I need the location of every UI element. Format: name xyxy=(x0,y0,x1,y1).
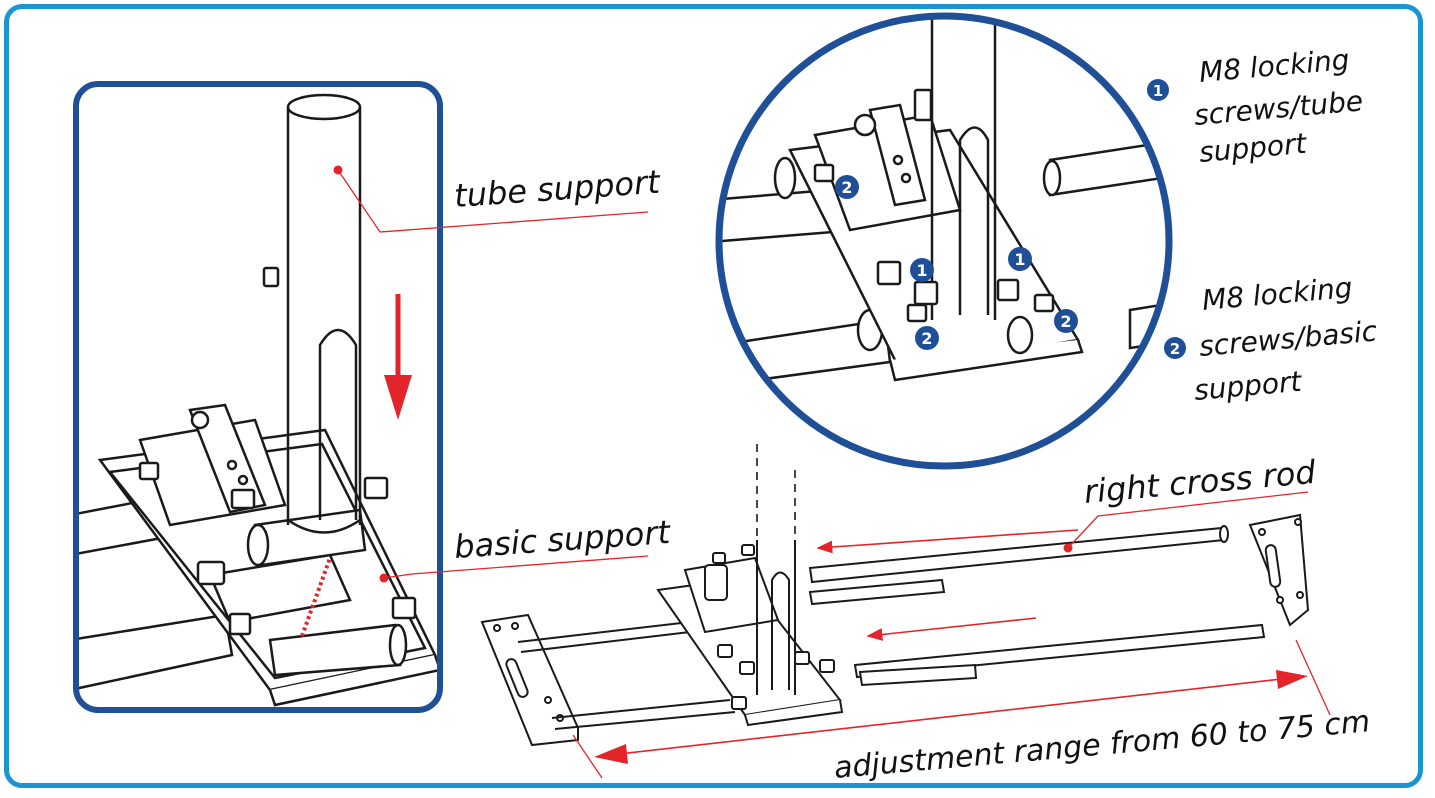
insert-direction-arrow xyxy=(384,294,412,420)
badge-one-right: 1 xyxy=(1008,247,1032,271)
svg-text:M8 locking: M8 locking xyxy=(1198,43,1351,89)
tube-support-label: tube support xyxy=(453,163,662,215)
slide-arrow-upper xyxy=(816,529,1079,554)
right-cross-rod-label: right cross rod xyxy=(1082,453,1317,511)
left-rod-lower xyxy=(76,613,234,692)
tube-support-leader xyxy=(333,165,649,233)
basic-support-label: basic support xyxy=(453,513,673,566)
svg-text:screws/tube: screws/tube xyxy=(1193,84,1365,132)
svg-text:screws/basic: screws/basic xyxy=(1198,315,1379,363)
svg-text:2: 2 xyxy=(1060,312,1071,331)
circle-inset: 2 1 1 2 2 xyxy=(715,12,1173,470)
svg-text:support: support xyxy=(1198,127,1309,169)
legend-badge-2 xyxy=(1164,337,1186,359)
legend-item-2: 2 M8 locking screws/basic support xyxy=(1164,271,1379,407)
svg-text:support: support xyxy=(1193,365,1304,407)
circle-inset-border xyxy=(715,12,1173,470)
svg-text:1: 1 xyxy=(916,261,927,280)
right-cross-rod-leader xyxy=(1063,491,1309,553)
adjustment-range-label: adjustment range from 60 to 75 cm xyxy=(833,704,1372,786)
svg-text:1: 1 xyxy=(1014,250,1025,269)
svg-text:2: 2 xyxy=(841,178,852,197)
basic-support-leader xyxy=(379,555,649,583)
outer-frame xyxy=(4,4,1423,788)
badge-two-upper: 2 xyxy=(835,175,859,199)
bottom-assembly xyxy=(480,513,1310,747)
legend-badge-1 xyxy=(1147,79,1169,101)
badge-two-right: 2 xyxy=(1054,309,1078,333)
svg-text:2: 2 xyxy=(921,329,932,348)
legend-item-1: 1 M8 locking screws/tube support xyxy=(1147,43,1364,169)
slide-arrow-lower xyxy=(866,617,1037,641)
adjustment-dimension xyxy=(572,639,1331,779)
left-inset xyxy=(73,81,443,713)
svg-text:M8 locking: M8 locking xyxy=(1201,271,1354,317)
badge-two-left: 2 xyxy=(915,326,939,350)
svg-text:2: 2 xyxy=(1170,340,1180,358)
left-end-plate xyxy=(480,613,579,747)
badge-one-left: 1 xyxy=(910,258,934,282)
svg-text:1: 1 xyxy=(1153,82,1163,100)
left-inset-border xyxy=(73,81,443,713)
